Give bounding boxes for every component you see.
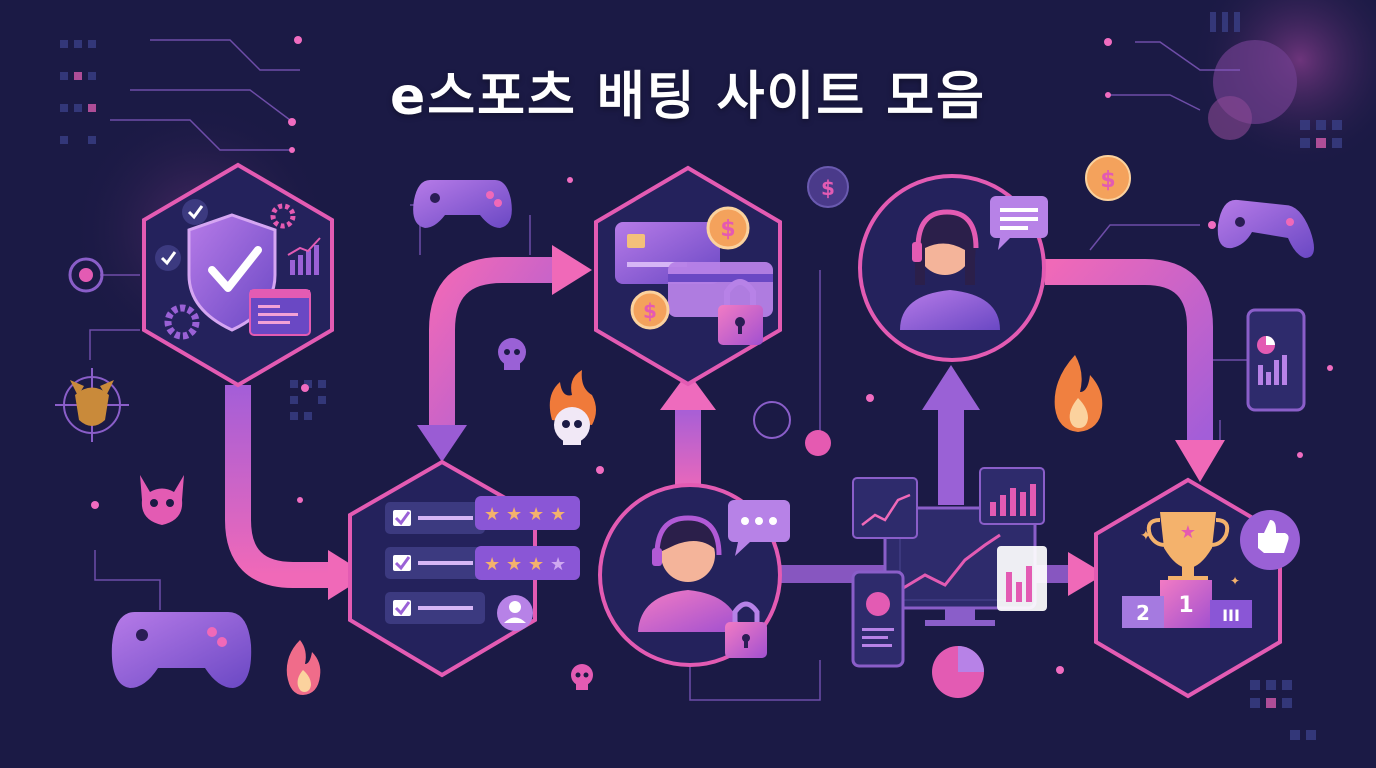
podium-second — [1122, 596, 1164, 628]
chart-window-icon — [852, 477, 918, 539]
circuit-nodes — [91, 36, 1333, 674]
trophy-podium-icon — [1160, 512, 1216, 568]
skull-icon — [571, 664, 593, 690]
bar-chart-icon — [290, 245, 319, 275]
node-payment-hexagon: $ $ — [594, 165, 782, 387]
flow-arrow-5 — [1045, 259, 1213, 440]
svg-text:★: ★ — [528, 554, 544, 575]
arrow-head — [1175, 440, 1225, 482]
game-controller-icon — [413, 180, 512, 228]
fire-icon — [1054, 355, 1103, 432]
node-support-circle — [858, 174, 1048, 362]
svg-text:★: ★ — [1180, 522, 1196, 543]
page-title: e스포츠 배팅 사이트 모음 — [390, 67, 986, 127]
dollar-coin-icon: $ — [1085, 155, 1131, 201]
svg-text:★: ★ — [528, 504, 544, 525]
svg-text:$: $ — [1100, 168, 1115, 193]
target-ring-icon — [68, 257, 104, 293]
svg-text:★: ★ — [550, 554, 566, 575]
podium-third — [1210, 600, 1252, 628]
demon-skull-icon — [140, 475, 184, 525]
node-winner-hexagon: ★ 1 2 III ✦ ✦ — [1094, 477, 1300, 699]
podium-first — [1160, 580, 1212, 628]
svg-text:★: ★ — [484, 504, 500, 525]
coin-symbol: $ — [643, 299, 657, 323]
coin-icon — [630, 290, 670, 330]
checkmark-icon — [208, 246, 262, 292]
support-agent-icon — [900, 290, 1000, 330]
svg-text:★: ★ — [484, 554, 500, 575]
node-review-hexagon: ★ ★ ★ ★ ★ ★ ★ ★ — [348, 459, 580, 678]
rating-checklist-icon — [385, 502, 485, 624]
pink-pixel-decoration — [74, 72, 1326, 708]
arrow-head — [552, 245, 592, 295]
podium-rank-first: 1 — [1178, 593, 1193, 618]
svg-text:★: ★ — [506, 504, 522, 525]
coin-icon — [706, 206, 750, 250]
pixel-grid-decoration — [60, 12, 1342, 740]
podium-rank-third: III — [1222, 606, 1240, 625]
node-security-hexagon — [142, 162, 334, 388]
support-agent-lock-icon — [638, 590, 740, 632]
arrow-head — [417, 425, 467, 462]
analytics-dashboard — [851, 467, 1047, 668]
svg-text:★: ★ — [550, 504, 566, 525]
check-badge-icon — [155, 245, 181, 271]
svg-text:$: $ — [821, 176, 835, 200]
demon-target-icon — [55, 368, 129, 442]
lock-shackle — [724, 279, 756, 307]
skull-icon — [498, 338, 526, 370]
flow-arrow-4 — [938, 405, 964, 505]
flow-arrow-2 — [429, 257, 555, 430]
node-agent-circle — [598, 483, 790, 667]
connector-ring — [753, 401, 791, 439]
star-icons: ★ ★ ★ ★ — [484, 554, 566, 575]
background-orb — [1208, 96, 1252, 140]
flow-arrow-3 — [675, 405, 701, 495]
dollar-coin-icon: $ — [807, 166, 849, 208]
svg-text:✦: ✦ — [1230, 574, 1240, 588]
fire-icon — [286, 640, 321, 695]
game-controller-icon — [1217, 199, 1314, 258]
phone-icon — [851, 570, 905, 668]
coin-symbol: $ — [720, 217, 735, 242]
flow-arrows — [225, 245, 1225, 600]
game-controller-icon — [111, 612, 252, 688]
pie-chart-icon — [932, 646, 984, 698]
connector-dot — [805, 430, 831, 456]
arrow-head — [922, 365, 980, 410]
arrow-head — [1068, 552, 1105, 596]
mobile-stats-icon — [1246, 308, 1306, 412]
flow-arrow-1 — [225, 385, 330, 588]
svg-text:✦: ✦ — [1140, 528, 1152, 544]
star-rating-bar — [475, 496, 580, 530]
gear-icon — [164, 304, 200, 340]
star-rating-bar — [475, 546, 580, 580]
check-badge-icon — [182, 199, 208, 225]
podium-rank-second: 2 — [1136, 601, 1150, 625]
star-icons: ★ ★ ★ ★ — [484, 504, 566, 525]
arrow-head — [660, 372, 716, 410]
gear-icon — [270, 203, 296, 229]
flaming-skull-icon — [549, 370, 596, 445]
svg-text:★: ★ — [506, 554, 522, 575]
headset-icon — [654, 515, 722, 556]
headset-icon — [915, 209, 979, 249]
